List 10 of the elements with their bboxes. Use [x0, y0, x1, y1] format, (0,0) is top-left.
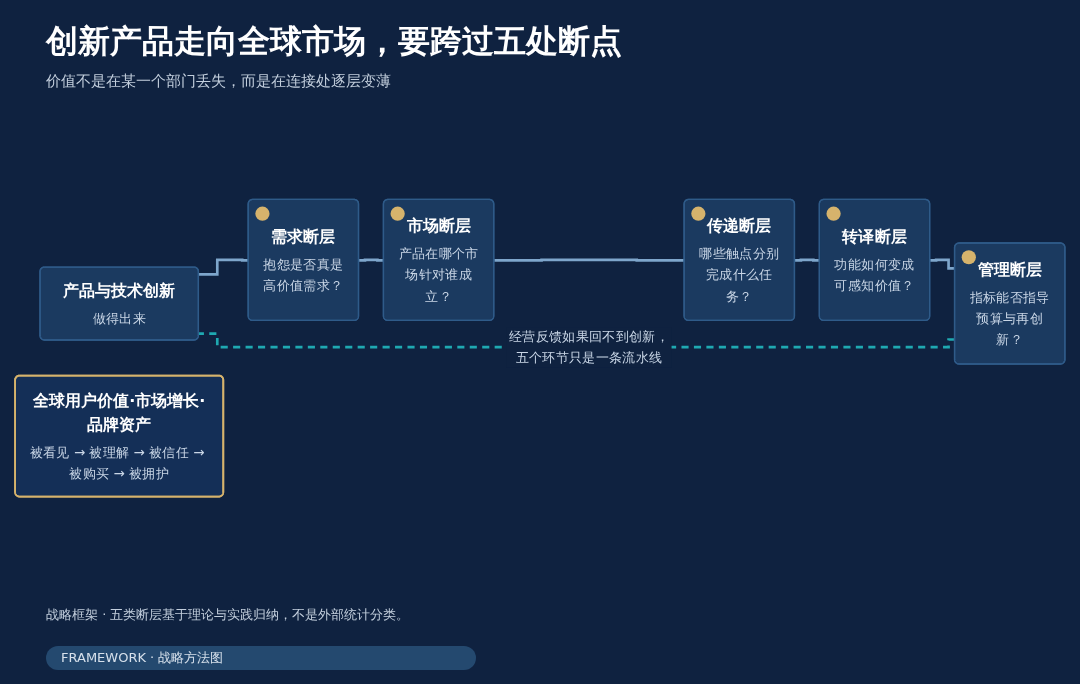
- connector: [494, 258, 685, 262]
- connector: [198, 258, 249, 276]
- connector: [794, 258, 820, 262]
- connector: [358, 258, 384, 262]
- diagram-title: 创新产品走向全球市场，要跨过五处断点: [46, 21, 622, 62]
- framework-tag: FRAMEWORK · 战略方法图: [46, 646, 476, 670]
- subtitle: 价值不是在某一个部门丢失，而是在连接处逐层变薄: [46, 72, 391, 91]
- connector: [930, 258, 955, 270]
- edge-label: 经营反馈如果回不到创新，五个环节只是一条流水线: [508, 328, 669, 365]
- footnote: 战略框架 · 五类断层基于理论与实践归纳，不是外部统计分类。: [46, 606, 410, 624]
